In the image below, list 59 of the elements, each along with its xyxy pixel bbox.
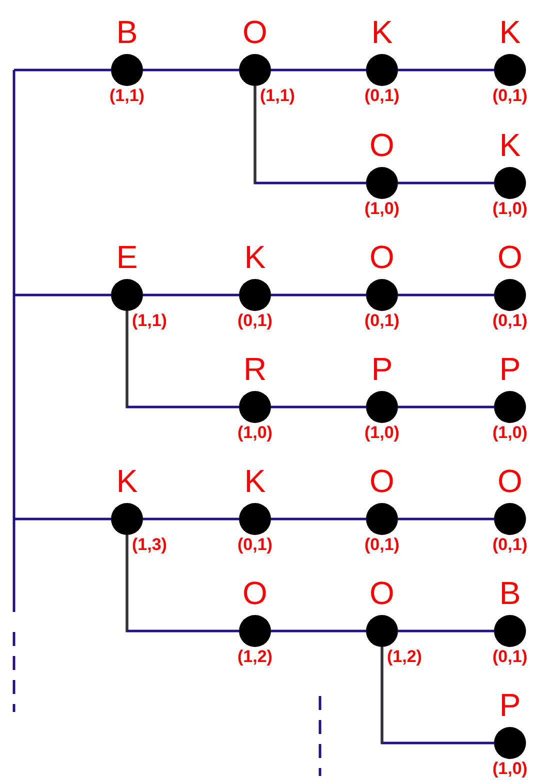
node-letter: O [242, 577, 268, 609]
node-letter: O [370, 577, 394, 609]
node-letter: K [371, 16, 393, 48]
node-coordinate: (1,1) [132, 312, 167, 330]
node-letter: B [116, 16, 138, 48]
node-letter: R [243, 353, 267, 385]
connector-line [143, 294, 239, 296]
node-coordinate: (1,0) [492, 424, 528, 442]
connector-line [271, 68, 366, 72]
node-letter: P [499, 689, 521, 721]
node-letter: K [244, 241, 266, 273]
node-coordinate: (1,1) [110, 87, 144, 105]
node-letter: K [116, 465, 138, 497]
connector-line [271, 518, 366, 520]
node-letter: O [242, 16, 268, 48]
node-coordinate: (0,1) [364, 312, 400, 330]
node-letter: O [370, 241, 394, 273]
node-coordinate: (0,1) [492, 536, 528, 554]
node-letter: O [498, 241, 522, 273]
connector-line [143, 68, 239, 72]
node-coordinate: (1,3) [132, 536, 167, 554]
node-letter: P [371, 353, 393, 385]
node-letter: O [370, 465, 394, 497]
connector-line [14, 294, 111, 296]
node-coordinate: (1,0) [492, 760, 528, 778]
node-coordinate: (0,1) [492, 648, 528, 666]
node-letter: B [499, 577, 521, 609]
node-letter: O [370, 129, 394, 161]
connector-line [271, 294, 366, 296]
node-coordinate: (0,1) [238, 312, 272, 330]
connector-line [398, 406, 494, 408]
node-coordinate: (0,1) [364, 536, 400, 554]
node-coordinate: (1,0) [492, 200, 528, 218]
connector-line [143, 518, 239, 520]
connector-line [398, 68, 494, 72]
connector-line [398, 518, 494, 520]
node-letter: K [499, 16, 521, 48]
connector-line [398, 182, 494, 184]
node-coordinate: (0,1) [238, 536, 272, 554]
connector-line [398, 294, 494, 296]
node-coordinate: (1,0) [364, 200, 400, 218]
node-coordinate: (0,1) [364, 87, 400, 105]
node-coordinate: (1,2) [238, 648, 272, 666]
node-coordinate: (0,1) [492, 312, 528, 330]
node-letter: E [116, 241, 138, 273]
node-coordinate: (0,1) [492, 87, 528, 105]
connector-line [271, 406, 366, 408]
connector-line [271, 630, 366, 632]
node-coordinate: (1,1) [260, 87, 295, 105]
node-coordinate: (1,2) [387, 648, 422, 666]
node-letter: K [244, 465, 266, 497]
connector-line [398, 630, 494, 632]
connector-line [14, 518, 111, 520]
node-letter: P [499, 353, 521, 385]
node-letter: O [498, 465, 522, 497]
node-coordinate: (1,0) [364, 424, 400, 442]
connector-line [14, 68, 111, 72]
node-letter: K [499, 129, 521, 161]
node-coordinate: (1,0) [238, 424, 272, 442]
